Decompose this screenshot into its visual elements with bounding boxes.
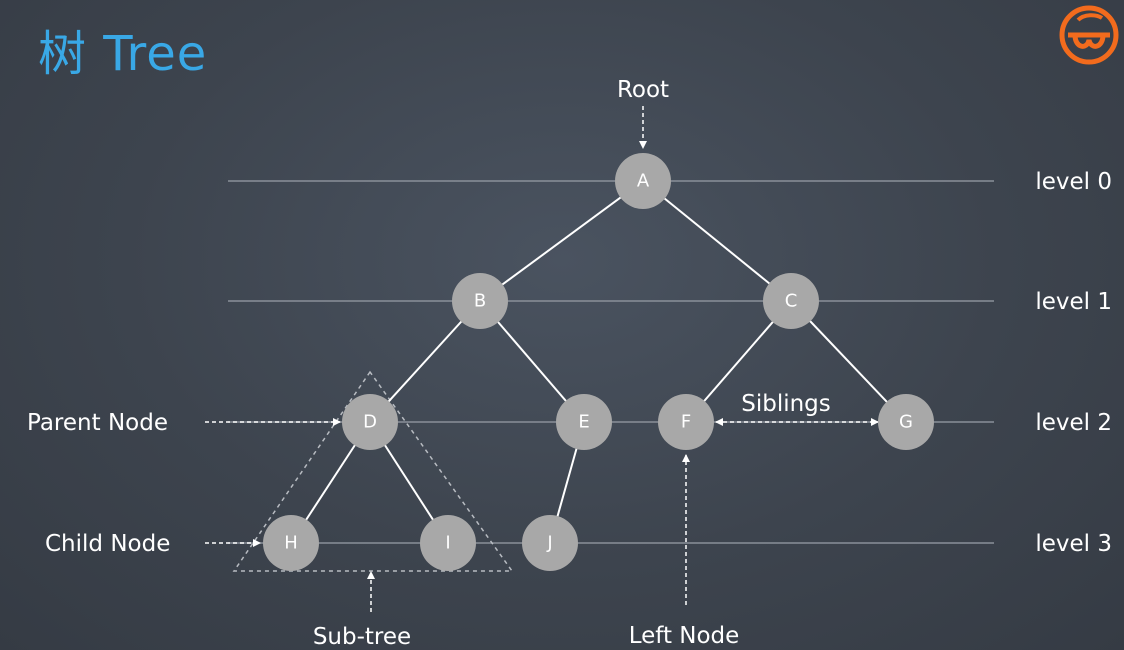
node-c-label: C xyxy=(785,291,798,312)
annotation-arrows xyxy=(205,106,879,612)
node-f-label: F xyxy=(681,412,691,433)
level-0-label: level 0 xyxy=(1035,169,1112,195)
node-i-label: I xyxy=(445,533,450,554)
level-lines xyxy=(228,180,994,544)
child-node-label: Child Node xyxy=(45,531,170,557)
node-f: F xyxy=(658,394,714,450)
node-b-label: B xyxy=(474,291,486,312)
slide-title: 树 Tree xyxy=(38,26,208,82)
level-3-label: level 3 xyxy=(1035,531,1112,557)
node-j-label: J xyxy=(546,533,552,554)
node-e-label: E xyxy=(578,412,589,433)
left-node-label: Left Node xyxy=(629,623,740,649)
node-a: A xyxy=(615,153,671,209)
level-2-label: level 2 xyxy=(1035,410,1112,436)
node-e: E xyxy=(556,394,612,450)
level-1-label: level 1 xyxy=(1035,289,1112,315)
node-d-label: D xyxy=(363,412,377,433)
sub-tree-label: Sub-tree xyxy=(313,624,411,650)
tree-edges xyxy=(290,180,907,544)
node-g: G xyxy=(878,394,934,450)
edge-a-b xyxy=(479,180,644,302)
tree-nodes: A B C D E F G H xyxy=(263,153,934,571)
edge-a-c xyxy=(642,180,792,302)
sub-tree-triangle xyxy=(232,370,514,572)
node-i: I xyxy=(420,515,476,571)
node-h-label: H xyxy=(284,533,298,554)
node-c: C xyxy=(763,273,819,329)
node-g-label: G xyxy=(899,412,913,433)
node-a-label: A xyxy=(637,171,650,192)
node-d: D xyxy=(342,394,398,450)
siblings-label: Siblings xyxy=(741,391,831,417)
geek-time-logo-icon xyxy=(1059,5,1119,65)
node-b: B xyxy=(452,273,508,329)
node-h: H xyxy=(263,515,319,571)
parent-node-label: Parent Node xyxy=(27,410,168,436)
root-label: Root xyxy=(617,77,669,103)
node-j: J xyxy=(522,515,578,571)
